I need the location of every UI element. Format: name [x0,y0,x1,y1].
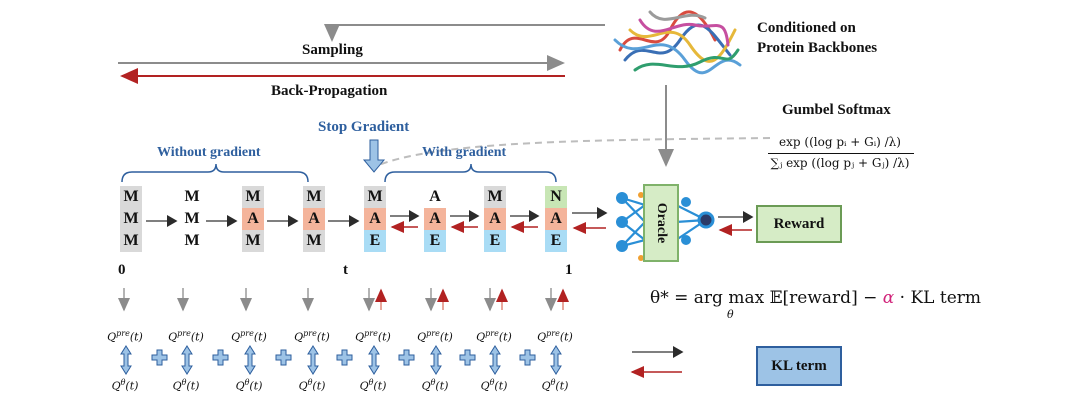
q-theta-label: Qθ(t) [541,378,569,393]
q-theta-label: Qθ(t) [359,378,387,393]
q-pre-label: Qpre(t) [537,329,573,344]
sequence-cell: A [364,208,386,230]
q-pre-label: Qpre(t) [476,329,512,344]
tick-mid: t [343,262,348,278]
with-gradient-label: With gradient [422,145,507,160]
sequence-cell: N [545,186,567,208]
q-theta-label: Qθ(t) [298,378,326,393]
q-pre-label: Qpre(t) [355,329,391,344]
objective-lhs: θ* = arg max [650,288,765,308]
sequence-cell: M [120,186,142,208]
back-propagation-label: Back-Propagation [271,83,388,99]
sequence-cell: M [364,186,386,208]
q-theta-label: Qθ(t) [172,378,200,393]
protein-backbone-image [613,10,742,75]
objective-end: · KL term [899,288,981,308]
objective-subscript: θ [727,308,734,321]
gumbel-denominator: ∑ⱼ exp ((log pⱼ + Gⱼ) /λ) [770,156,910,170]
sequence-cell: M [184,232,200,249]
sequence-cell: A [484,208,506,230]
sequence-column-0: M M M [120,186,142,252]
sequence-cell: E [364,230,386,252]
sequence-cell: A [424,208,446,230]
q-pre-label: Qpre(t) [417,329,453,344]
sequence-cell: A [429,188,441,205]
sequence-cell: M [484,186,506,208]
sequence-column-7: N A E [545,186,567,252]
sequence-cell: M [242,186,264,208]
oracle-label: Oracle [654,202,670,244]
q-theta-label: Qθ(t) [480,378,508,393]
sequence-cell: M [303,230,325,252]
sequence-cell: E [545,230,567,252]
tick-end: 1 [565,262,573,278]
sequence-column-2: M A M [242,186,264,252]
q-theta-label: Qθ(t) [421,378,449,393]
objective-alpha: α [882,288,895,308]
q-pre-label: Qpre(t) [231,329,267,344]
q-theta-label: Qθ(t) [111,378,139,393]
sampling-label: Sampling [302,42,363,58]
tick-start: 0 [118,262,126,278]
sequence-cell: A [545,208,567,230]
sequence-cell: M [120,208,142,230]
sequence-cell: A [303,208,325,230]
stop-gradient-label: Stop Gradient [318,119,410,135]
oracle-box: Oracle [643,184,679,262]
sequence-column-1: M M M [181,186,203,252]
objective-formula: θ* = arg max 𝔼[reward] − α · KL term [650,288,981,308]
q-pre-label: Qpre(t) [168,329,204,344]
fraction-bar [768,153,914,154]
reward-label: Reward [773,215,825,232]
sequence-cell: E [484,230,506,252]
q-pre-label: Qpre(t) [294,329,330,344]
q-theta-label: Qθ(t) [235,378,263,393]
sequence-column-5: A A E [424,186,446,252]
sequence-column-6: M A E [484,186,506,252]
sequence-cell: M [303,186,325,208]
sequence-column-4: M A E [364,186,386,252]
sequence-cell: M [184,188,200,205]
sequence-cell: M [184,210,200,227]
sequence-cell: M [242,230,264,252]
q-pre-label: Qpre(t) [107,329,143,344]
gumbel-numerator: exp ((log pᵢ + Gᵢ) /λ) [779,135,901,149]
protein-backbones-label: Protein Backbones [757,40,878,56]
kl-term-box: KL term [756,346,842,386]
sequence-cell: A [242,208,264,230]
reward-box: Reward [756,205,842,243]
gumbel-softmax-title: Gumbel Softmax [782,102,891,118]
without-gradient-label: Without gradient [157,145,261,160]
sequence-cell: M [120,230,142,252]
sequence-column-3: M A M [303,186,325,252]
objective-mid: 𝔼[reward] − [769,288,878,308]
sequence-cell: E [424,230,446,252]
kl-term-label: KL term [771,357,827,374]
conditioned-label: Conditioned on [757,20,856,36]
